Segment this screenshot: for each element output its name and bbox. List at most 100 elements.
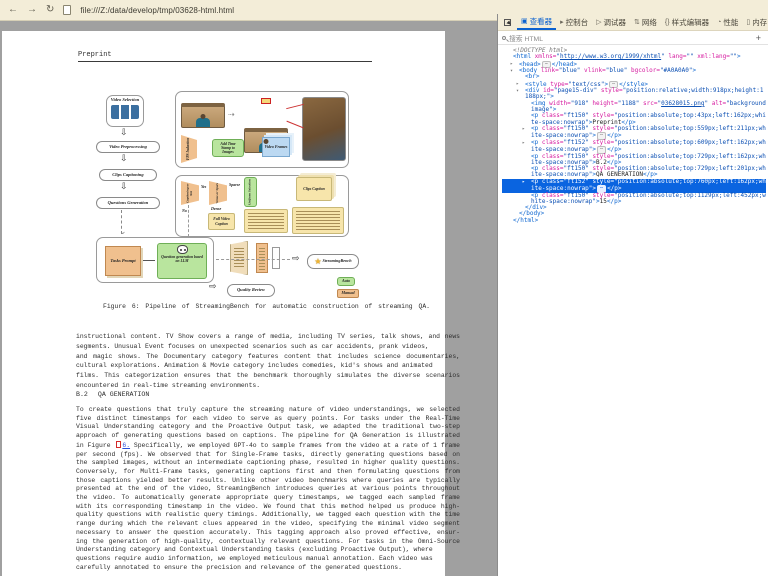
devtools-tab-调试器[interactable]: ▷调试器 bbox=[592, 14, 630, 30]
syntax-token: </p> bbox=[607, 146, 622, 154]
pick-element-button[interactable] bbox=[498, 14, 517, 30]
expand-arrow-icon[interactable]: ▸ bbox=[510, 60, 514, 67]
dashed-connector bbox=[216, 259, 290, 260]
collapsed-content-badge[interactable]: ⋯ bbox=[609, 80, 619, 89]
syntax-token: <br> bbox=[525, 73, 540, 81]
syntax-token: "" bbox=[729, 53, 738, 61]
collapsed-content-badge[interactable]: ⋯ bbox=[597, 146, 607, 154]
devtools-tree-row[interactable]: <!DOCTYPE html> bbox=[502, 47, 766, 54]
collapsed-content-badge[interactable]: ⋯ bbox=[541, 60, 551, 69]
collapsed-content-badge[interactable]: ⋯ bbox=[597, 132, 607, 140]
syntax-token: <img bbox=[531, 99, 546, 107]
address-bar[interactable]: file:///Z:/data/develop/tmp/03628-html.h… bbox=[80, 5, 235, 15]
dashed-right-arrow-icon: ⇢ bbox=[228, 110, 235, 119]
text-line: with its corresponding timestamp in the … bbox=[76, 502, 460, 510]
devtools-tree-row[interactable]: </div> bbox=[502, 204, 766, 211]
syntax-token: <p bbox=[531, 112, 539, 120]
syntax-token: </p> bbox=[621, 118, 636, 126]
devtools-tree-row[interactable]: <html xmlns="http://www.w3.org/1999/xhtm… bbox=[502, 54, 766, 60]
devtools-tab-控制台[interactable]: ▸控制台 bbox=[556, 14, 592, 30]
forward-icon[interactable]: → bbox=[27, 4, 37, 15]
devtools-markup-tree: <!DOCTYPE html><html xmlns="http://www.w… bbox=[498, 45, 768, 224]
text-line: approach of generating questions based o… bbox=[76, 432, 460, 440]
devtools-tree-row[interactable]: <p class="ft150" style="position:absolut… bbox=[502, 113, 766, 126]
syntax-token: > bbox=[737, 53, 741, 61]
text-line: in Figure 6. Specifically, we employed G… bbox=[76, 440, 460, 449]
tab-icon: ▷ bbox=[596, 19, 602, 26]
human-curation-box bbox=[256, 243, 268, 273]
star-icon: ★ bbox=[314, 257, 322, 266]
paragraph-categories: instructional content. TV Show covers a … bbox=[76, 332, 460, 391]
syntax-token: lang= bbox=[664, 53, 687, 61]
devtools-tree-row[interactable]: </body> bbox=[502, 211, 766, 217]
devtools-tree-row-selected[interactable]: ▸<p class="ft152" style="position:absolu… bbox=[502, 178, 766, 193]
devtools-tree-row[interactable]: </html> bbox=[502, 217, 766, 224]
syntax-token: > bbox=[596, 197, 600, 205]
syntax-token: class= bbox=[538, 124, 564, 132]
caption-text-lines bbox=[248, 213, 284, 230]
syntax-token: <!DOCTYPE html> bbox=[513, 47, 568, 54]
devtools-tab-样式编辑器[interactable]: {}样式编辑器 bbox=[661, 14, 713, 30]
back-icon[interactable]: ← bbox=[8, 4, 18, 15]
syntax-token: class= bbox=[538, 165, 564, 173]
video-frames-stack: Video Frames bbox=[262, 137, 290, 157]
syntax-token: "1188" bbox=[617, 99, 640, 107]
syntax-token: </p> bbox=[607, 132, 622, 140]
devtools-tree-row[interactable]: ▾<div id="page15-div" style="position:re… bbox=[502, 87, 766, 101]
dashed-connector bbox=[121, 210, 122, 234]
syntax-token: > bbox=[592, 158, 597, 166]
devtools-tree-row[interactable]: <p class="ft150" style="position:absolut… bbox=[502, 192, 766, 206]
devtools-tree-row[interactable]: <p class="ft150" style="position:absolut… bbox=[502, 152, 766, 167]
devtools-tree-row[interactable]: ▸<head>⋯</head> bbox=[502, 60, 766, 69]
devtools-tree-row[interactable]: ▸<p class="ft150" style="position:absolu… bbox=[502, 124, 766, 140]
collapse-arrow-icon[interactable]: ▾ bbox=[510, 68, 514, 75]
syntax-token: "ft150" bbox=[563, 124, 589, 132]
syntax-token: "" bbox=[686, 53, 694, 61]
text-line: segments. Unusual Event focuses on unexp… bbox=[76, 342, 429, 350]
dense-label: Dense bbox=[211, 206, 222, 211]
syntax-token: "ft152" bbox=[563, 138, 589, 146]
text-line: films. This categorization ensures that … bbox=[76, 372, 460, 380]
devtools-tab-查看器[interactable]: ▣查看器 bbox=[517, 14, 557, 30]
tab-label: 网络 bbox=[641, 17, 657, 27]
syntax-token: alt= bbox=[708, 99, 727, 107]
syntax-token: </p> bbox=[643, 171, 658, 179]
collapse-arrow-icon[interactable]: ▾ bbox=[516, 88, 520, 95]
expand-arrow-icon[interactable]: ▸ bbox=[522, 178, 526, 185]
syntax-token: <html bbox=[513, 53, 532, 61]
add-time-stamp-box: Add Time Stamp to Images bbox=[212, 139, 244, 157]
syntax-token: " bbox=[556, 53, 560, 61]
expand-arrow-icon[interactable]: ▸ bbox=[516, 80, 520, 87]
search-html-input[interactable]: 搜索 HTML bbox=[509, 35, 543, 43]
devtools-tree-row[interactable]: <p class="ft150" style="position:absolut… bbox=[502, 165, 766, 179]
syntax-token: "ft150" bbox=[563, 165, 589, 173]
syntax-token: <div bbox=[525, 87, 540, 95]
devtools-tree-row[interactable]: <br> bbox=[502, 74, 766, 80]
syntax-token: Preprint bbox=[592, 118, 622, 126]
reload-icon[interactable]: ↻ bbox=[46, 4, 55, 15]
collapsed-content-badge[interactable]: ⋯ bbox=[597, 185, 607, 193]
devtools-tab-内存[interactable]: ▯内存 bbox=[742, 14, 768, 30]
add-node-button[interactable]: + bbox=[755, 32, 761, 43]
devtools-tree-row[interactable]: ▸<p class="ft152" style="position:absolu… bbox=[502, 138, 766, 154]
syntax-token: "#A0A0A0" bbox=[659, 67, 693, 75]
uniform-selection-box: Uniform Selection bbox=[244, 177, 257, 207]
devtools-tree-row[interactable]: <img width="918" height="1188" src="0362… bbox=[502, 99, 766, 114]
syntax-token: " bbox=[657, 99, 662, 107]
syntax-token: "position:absolute;top:729px;left:162px;… bbox=[531, 152, 766, 166]
caption-list-box bbox=[244, 209, 288, 233]
down-arrow-icon: ⇩ bbox=[120, 127, 128, 137]
text-line: and magic shows. The Documentary categor… bbox=[76, 352, 460, 360]
syntax-token: bgcolor= bbox=[627, 67, 660, 75]
yes-label: Yes bbox=[201, 184, 207, 189]
connector-line bbox=[143, 260, 155, 261]
streamingbench-pill: ★ StreamingBench bbox=[307, 254, 359, 269]
expand-arrow-icon[interactable]: ▸ bbox=[522, 125, 526, 132]
figure-6-link[interactable]: 6. bbox=[122, 441, 131, 449]
devtools-tab-网络[interactable]: ⇅网络 bbox=[630, 14, 661, 30]
expand-arrow-icon[interactable]: ▸ bbox=[522, 139, 526, 146]
paper-page: Preprint Video Selection ⇩ Video Preproc… bbox=[2, 31, 460, 576]
devtools-tab-性能[interactable]: ◔性能 bbox=[713, 14, 742, 30]
devtools-tree-row[interactable]: ▾<body link="blue" vlink="blue" bgcolor=… bbox=[502, 67, 766, 75]
devtools-tree-row[interactable]: ▸<style type="text/css">⋯</style> bbox=[502, 80, 766, 89]
